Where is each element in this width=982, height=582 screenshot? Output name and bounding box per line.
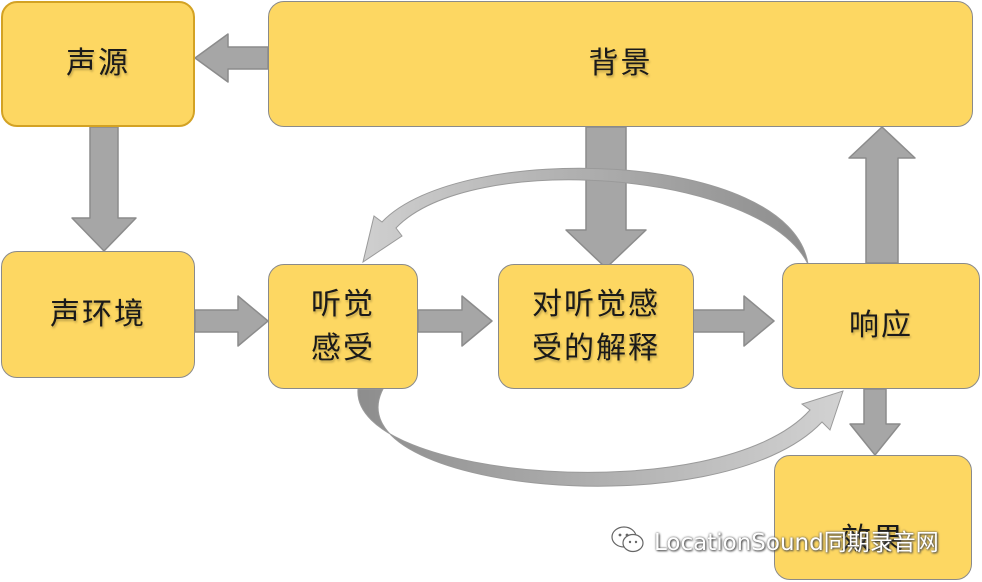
node-interpretation-line-1: 对听觉感 — [532, 287, 660, 322]
node-sound-source-label: 声源 — [66, 46, 130, 82]
watermark: LocationSound同期录音网 — [610, 523, 939, 557]
node-sound-environment-label: 声环境 — [50, 296, 146, 332]
node-auditory-perception-line-1: 听觉 — [311, 287, 375, 322]
arrow-perception-to-interpretation — [417, 295, 493, 347]
node-effect: 效果 — [774, 455, 972, 580]
node-background: 背景 — [268, 1, 973, 127]
arrow-background-to-interpretation — [565, 126, 647, 269]
node-sound-environment: 声环境 — [1, 251, 195, 378]
node-auditory-perception: 听觉 感受 — [268, 264, 418, 389]
arc-perception-to-response — [357, 388, 844, 487]
node-interpretation-line-2: 受的解释 — [532, 330, 660, 366]
node-interpretation: 对听觉感 受的解释 — [498, 264, 694, 389]
wechat-icon — [611, 526, 644, 553]
node-background-label: 背景 — [588, 46, 653, 82]
node-effect-label: 效果 — [841, 521, 905, 557]
arrow-environment-to-perception — [194, 295, 269, 347]
arrow-response-to-background — [848, 126, 916, 264]
node-response-label: 响应 — [849, 308, 913, 344]
node-auditory-perception-line-2: 感受 — [311, 330, 375, 366]
arrow-background-to-source — [194, 33, 269, 83]
arrow-response-to-effect — [849, 388, 901, 456]
arc-response-to-perception — [362, 167, 809, 265]
arrow-source-to-environment — [71, 126, 137, 252]
node-response: 响应 — [782, 263, 980, 389]
watermark-text: LocationSound同期录音网 — [654, 530, 939, 556]
arrow-interpretation-to-response — [689, 295, 775, 347]
node-sound-source: 声源 — [1, 1, 195, 127]
